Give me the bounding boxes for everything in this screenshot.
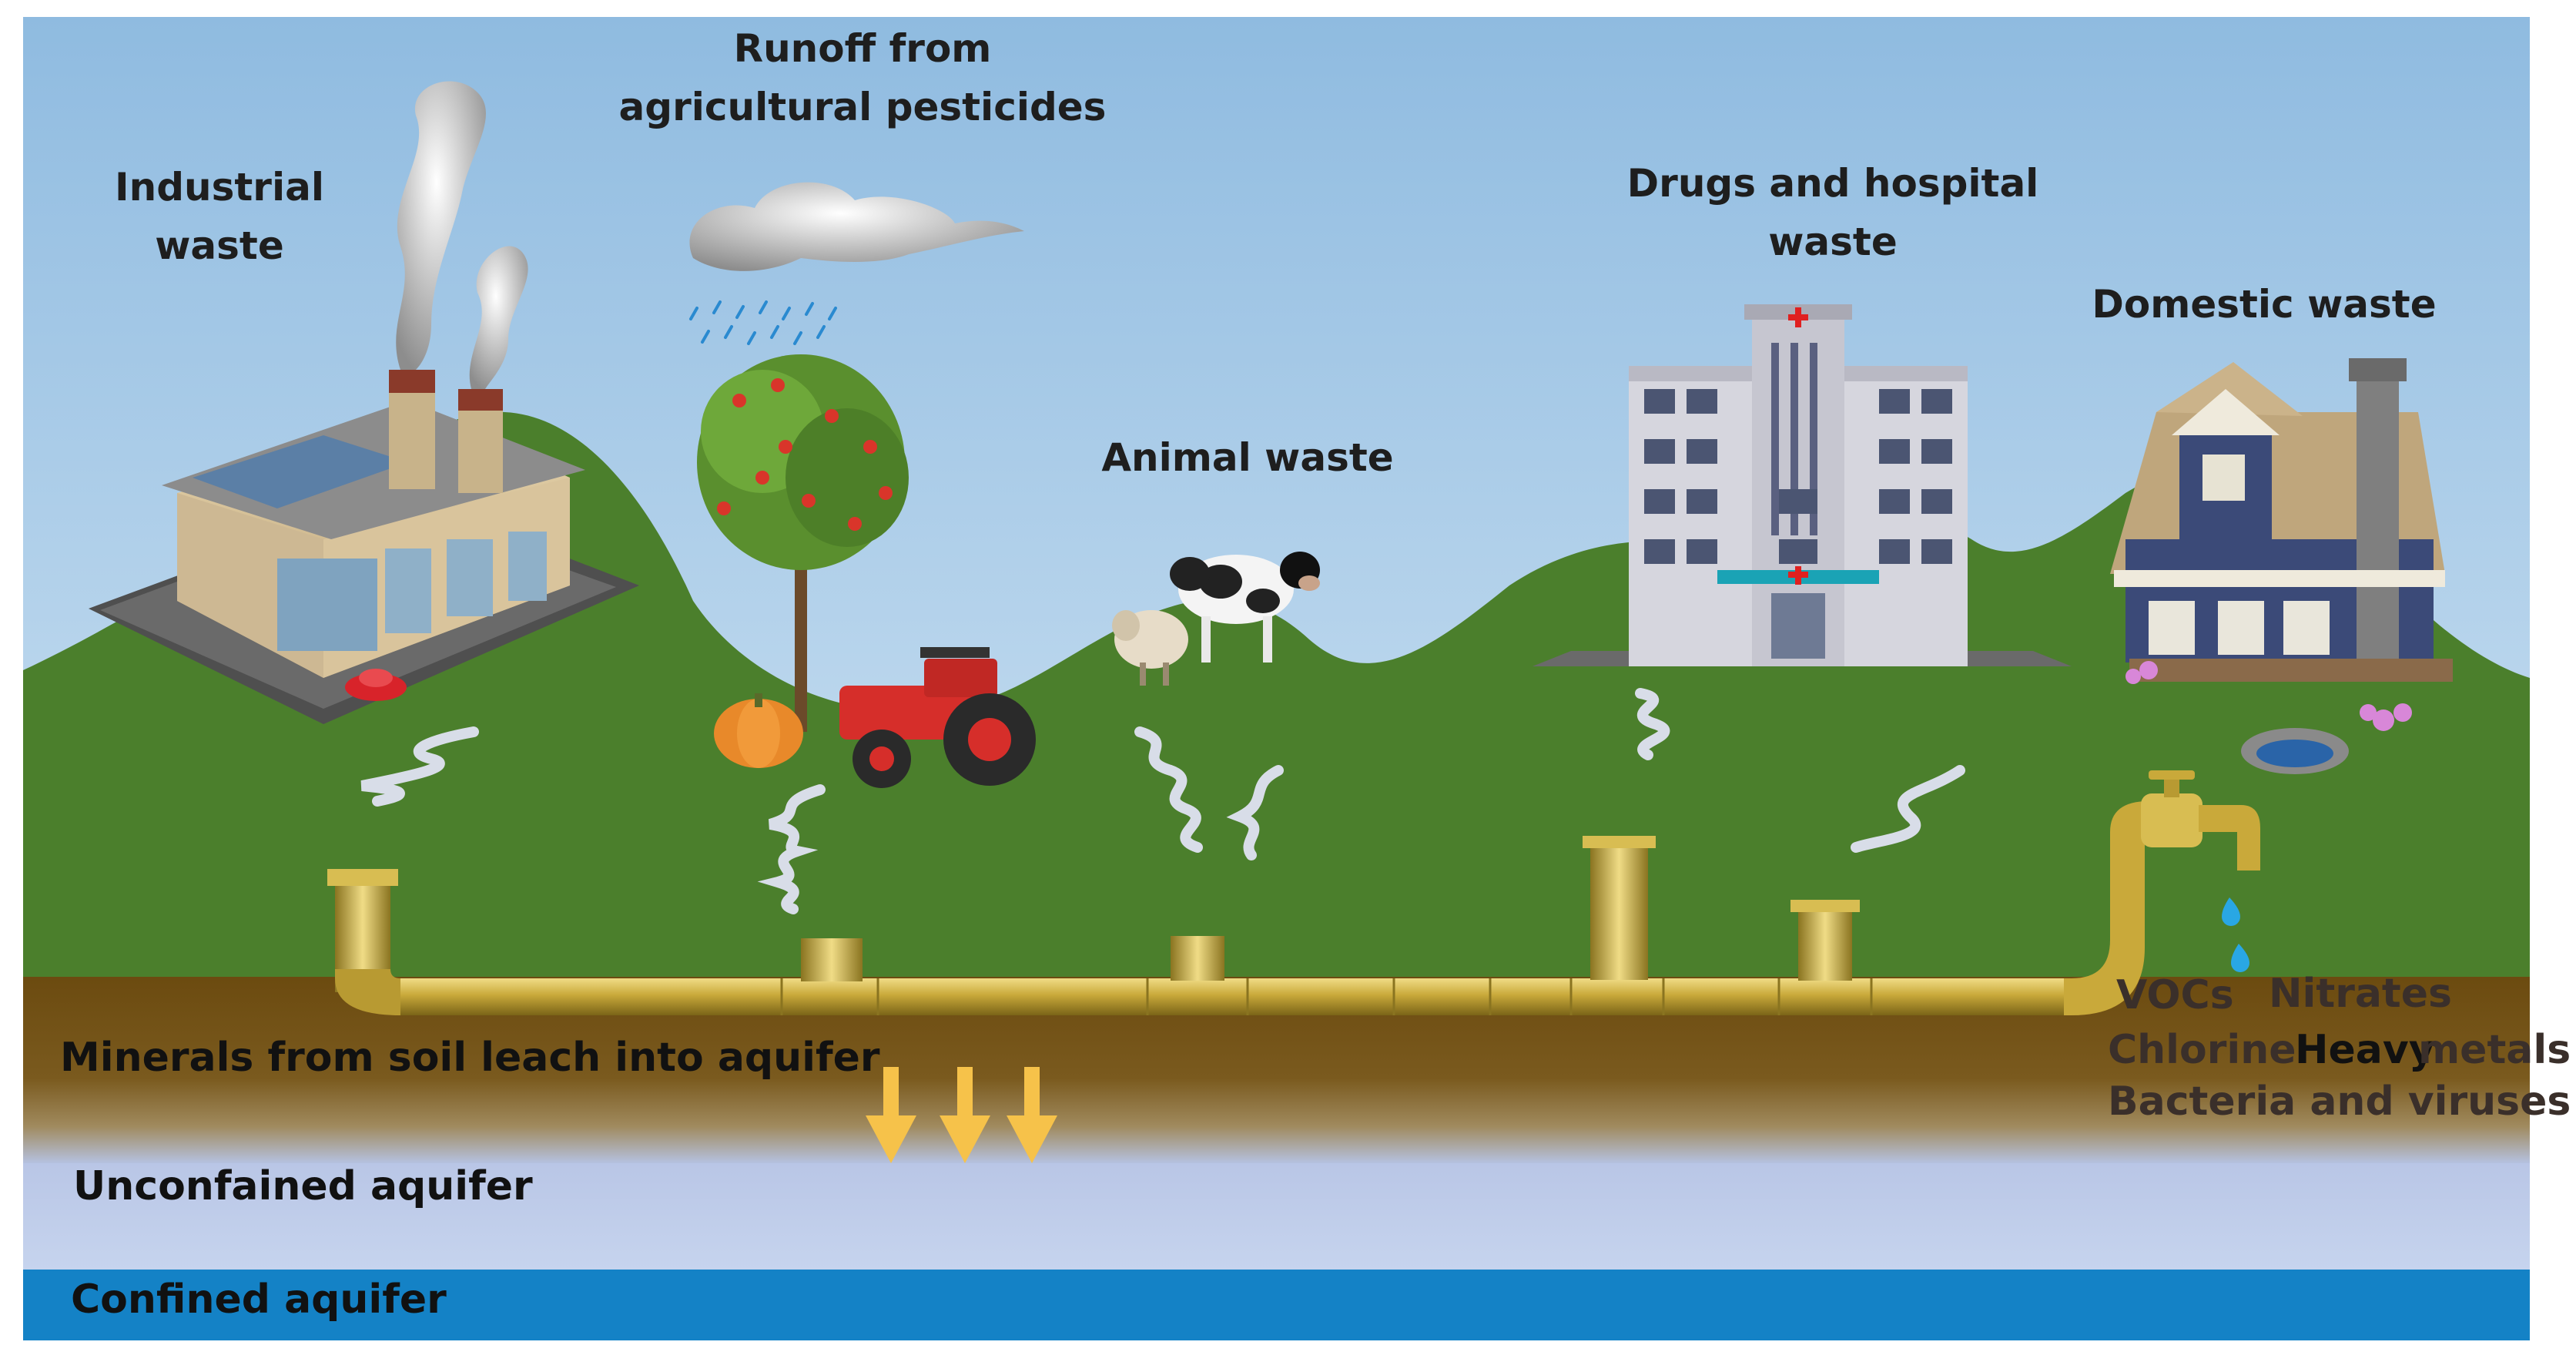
leachate-squiggles (360, 688, 1965, 914)
apple-tree-illustration (697, 354, 909, 732)
contaminant-vocs: VOCs (2116, 972, 2234, 1018)
contaminant-nitrates: Nitrates (2269, 971, 2453, 1017)
house-illustration (2110, 358, 2453, 774)
industrial-waste-line2: waste (155, 223, 284, 268)
drugs-line1: Drugs and hospital (1626, 161, 2039, 206)
confined-aquifer-label: Confined aquifer (71, 1276, 447, 1323)
contaminant-bacteria-viruses: Bacteria and viruses (2108, 1078, 2571, 1125)
factory-illustration (89, 81, 639, 724)
pipe-network (327, 770, 2260, 1015)
hospital-illustration (1533, 304, 2072, 666)
tractor-illustration (839, 647, 1036, 788)
drugs-line2: waste (1768, 220, 1898, 264)
sheep-illustration (1112, 610, 1188, 686)
pumpkin-illustration (714, 693, 803, 768)
minerals-leach-label: Minerals from soil leach into aquifer (60, 1035, 880, 1081)
runoff-line1: Runoff from (733, 26, 992, 71)
contaminant-heavy: Heavy (2295, 1027, 2435, 1073)
contaminant-chlorine: Chlorine (2108, 1027, 2296, 1073)
cow-illustration (1170, 552, 1320, 663)
industrial-waste-line1: Industrial (115, 165, 324, 210)
domestic-waste-label: Domestic waste (2092, 282, 2437, 327)
contaminant-metals: metals (2418, 1027, 2571, 1073)
industrial-waste-label: Industrial waste (100, 158, 339, 275)
confined-aquifer-layer (23, 1270, 2530, 1340)
runoff-label: Runoff from agricultural pesticides (601, 19, 1124, 136)
unconfined-aquifer-label: Unconfained aquifer (73, 1163, 533, 1209)
rain-cloud-illustration (689, 182, 1024, 345)
animal-waste-label: Animal waste (1101, 435, 1394, 480)
runoff-line2: agricultural pesticides (618, 85, 1107, 129)
leach-arrows (866, 1067, 1057, 1163)
drugs-hospital-waste-label: Drugs and hospital waste (1594, 154, 2072, 271)
unconfined-aquifer-layer (23, 1163, 2530, 1271)
